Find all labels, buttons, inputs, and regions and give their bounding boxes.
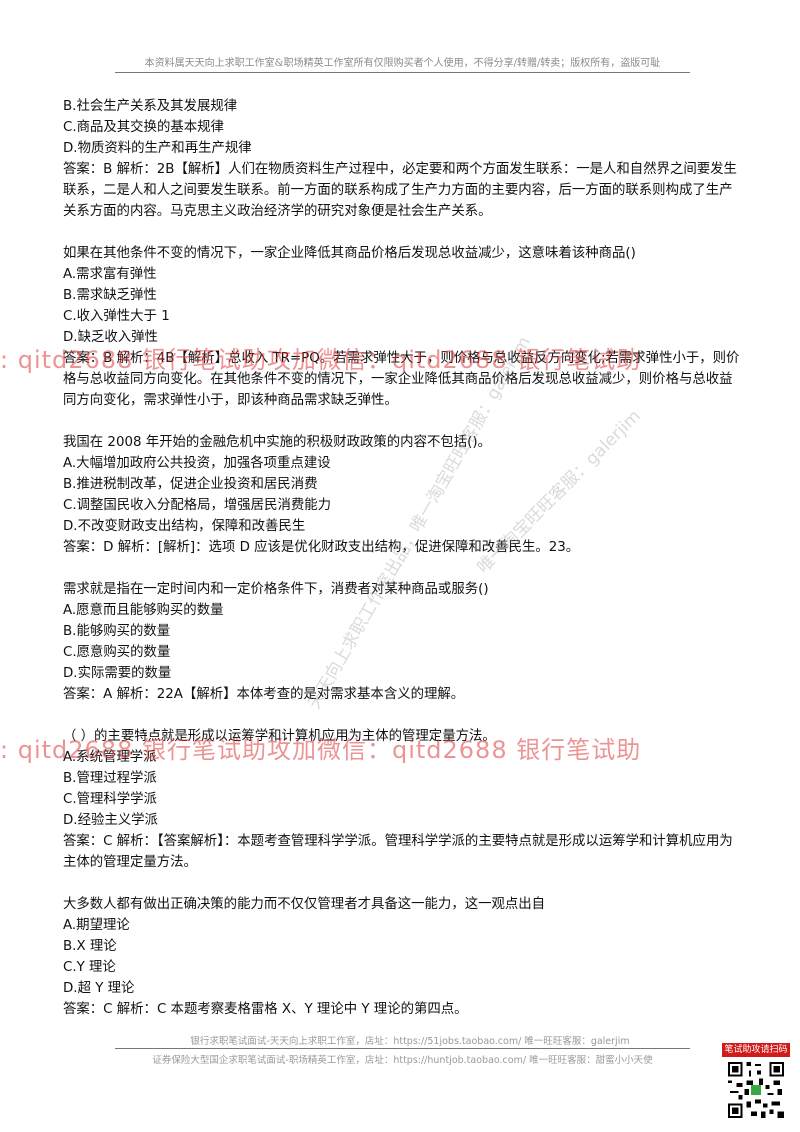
question-3: 我国在 2008 年开始的金融危机中实施的积极财政政策的内容不包括()。 A.大… [63, 432, 743, 558]
option-c: C.Y 理论 [63, 960, 116, 975]
option-d: D.缺乏收入弹性 [63, 330, 158, 345]
option-b: B.能够购买的数量 [63, 624, 171, 639]
answer: 答案：B 解析：2B【解析】人们在物质资料生产过程中，必定要和两个方面发生联系：… [63, 162, 737, 219]
document-body: B.社会生产关系及其发展规律 C.商品及其交换的基本规律 D.物质资料的生产和再… [63, 96, 743, 1020]
answer: 答案：B 解析：4B【解析】总收入 TR=PQ。若需求弹性大于，则价格与总收益反… [63, 351, 740, 408]
answer: 答案：A 解析：22A【解析】本体考查的是对需求基本含义的理解。 [63, 687, 465, 702]
answer: 答案：C 解析：【答案解析】：本题考查管理科学学派。管理科学学派的主要特点就是形… [63, 834, 733, 870]
option-b: B.推进税制改革，促进企业投资和居民消费 [63, 477, 318, 492]
option-a: A.愿意而且能够购买的数量 [63, 603, 224, 618]
option-d: D.不改变财政支出结构，保障和改善民生 [63, 519, 306, 534]
question-6: 大多数人都有做出正确决策的能力而不仅仅管理者才具备这一能力，这一观点出自 A.期… [63, 894, 743, 1020]
answer: 答案：C 解析：C 本题考察麦格雷格 X、Y 理论中 Y 理论的第四点。 [63, 1002, 468, 1017]
option-b: B.社会生产关系及其发展规律 [63, 99, 238, 114]
option-c: C.商品及其交换的基本规律 [63, 120, 224, 135]
question-stem: 大多数人都有做出正确决策的能力而不仅仅管理者才具备这一能力，这一观点出自 [63, 897, 546, 912]
page-header: 本资料属天天向上求职工作室&职场精英工作室所有仅限购买者个人使用，不得分享/转赠… [144, 58, 661, 69]
question-stem: 我国在 2008 年开始的金融危机中实施的积极财政政策的内容不包括()。 [63, 435, 491, 450]
option-d: D.经验主义学派 [63, 813, 158, 828]
scan-badge: 笔试助攻请扫码 [722, 1043, 790, 1057]
question-5: （ ）的主要特点就是形成以运筹学和计算机应用为主体的管理定量方法。 A.系统管理… [63, 726, 743, 873]
option-d: D.超 Y 理论 [63, 981, 135, 996]
answer: 答案：D 解析：[解析]：选项 D 应该是优化财政支出结构，促进保障和改善民生。… [63, 540, 580, 555]
question-stem: （ ）的主要特点就是形成以运筹学和计算机应用为主体的管理定量方法。 [63, 729, 496, 744]
question-stem: 如果在其他条件不变的情况下，一家企业降低其商品价格后发现总收益减少，这意味着该种… [63, 246, 636, 261]
option-d: D.物质资料的生产和再生产规律 [63, 141, 252, 156]
option-a: A.需求富有弹性 [63, 267, 157, 282]
option-c: C.管理科学学派 [63, 792, 157, 807]
option-c: C.收入弹性大于 1 [63, 309, 170, 324]
footer-line-1: 银行求职笔试面试-天天向上求职工作室，店址：https://51jobs.tao… [190, 1036, 630, 1047]
question-4: 需求就是指在一定时间内和一定价格条件下，消费者对某种商品或服务() A.愿意而且… [63, 579, 743, 705]
option-b: B.需求缺乏弹性 [63, 288, 157, 303]
footer-divider [115, 1048, 690, 1049]
footer-line-2: 证券保险大型国企求职笔试面试-职场精英工作室，店址：https://huntjo… [152, 1055, 653, 1066]
option-c: C.调整国民收入分配格局，增强居民消费能力 [63, 498, 332, 513]
option-d: D.实际需要的数量 [63, 666, 172, 681]
option-b: B.管理过程学派 [63, 771, 157, 786]
option-b: B.X 理论 [63, 939, 117, 954]
option-a: A.期望理论 [63, 918, 130, 933]
option-a: A.系统管理学派 [63, 750, 157, 765]
question-2: 如果在其他条件不变的情况下，一家企业降低其商品价格后发现总收益减少，这意味着该种… [63, 243, 743, 411]
question-1: B.社会生产关系及其发展规律 C.商品及其交换的基本规律 D.物质资料的生产和再… [63, 96, 743, 222]
option-a: A.大幅增加政府公共投资，加强各项重点建设 [63, 456, 331, 471]
header-divider [115, 72, 690, 73]
question-stem: 需求就是指在一定时间内和一定价格条件下，消费者对某种商品或服务() [63, 582, 489, 597]
qr-code-icon[interactable] [726, 1060, 786, 1120]
option-c: C.愿意购买的数量 [63, 645, 171, 660]
